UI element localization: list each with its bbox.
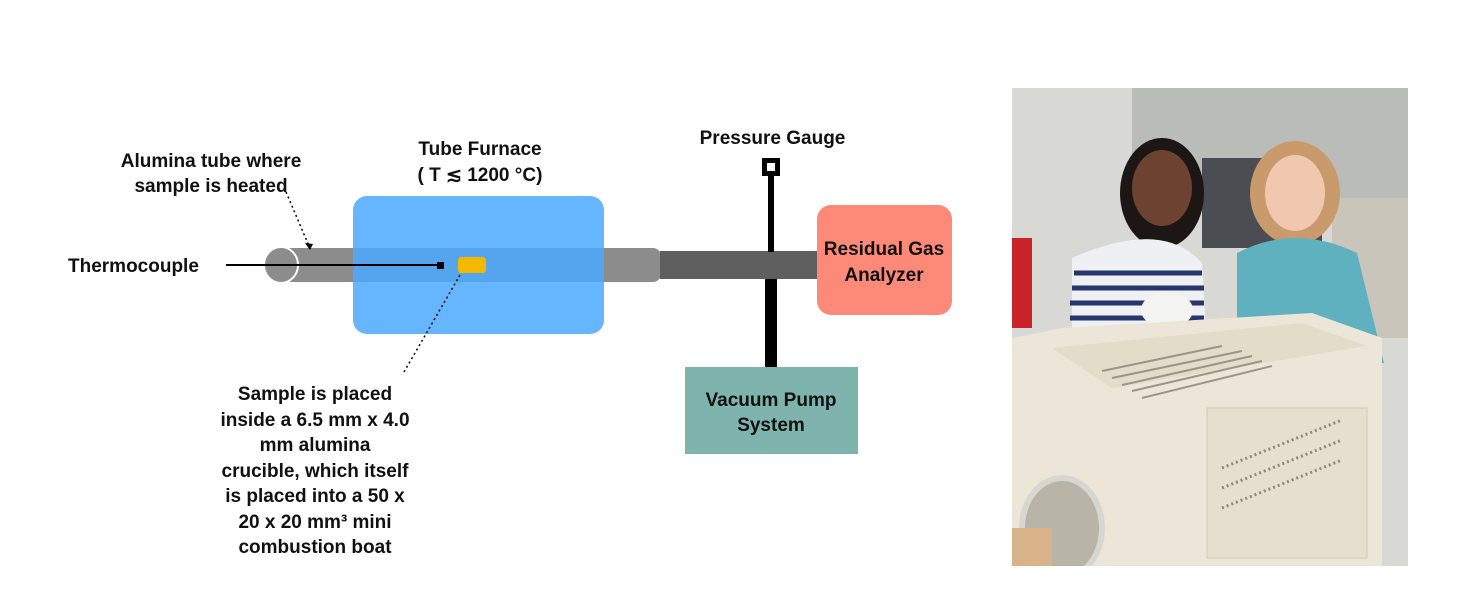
sample-crucible bbox=[458, 257, 486, 273]
lab-photo bbox=[1012, 88, 1408, 566]
vacuum-pump-stem bbox=[765, 279, 777, 367]
rga-label-line1: Residual Gas bbox=[824, 239, 944, 260]
alumina-tube-arrowhead bbox=[305, 243, 313, 250]
lab-photo-illustration bbox=[1012, 88, 1408, 566]
rga-box bbox=[817, 205, 952, 315]
vacuum-pump-box bbox=[685, 367, 858, 454]
pressure-gauge-stem bbox=[768, 176, 774, 252]
thermocouple-tip bbox=[437, 262, 444, 269]
alumina-tube-leader bbox=[285, 191, 310, 247]
tube-furnace-temp: ( T ≲ 1200 °C) bbox=[417, 165, 543, 186]
alumina-tube-label: Alumina tube where sample is heated bbox=[120, 151, 302, 197]
rga-label-line2: Analyzer bbox=[844, 265, 924, 286]
tube-furnace-title: Tube Furnace bbox=[418, 139, 542, 160]
sample-leader bbox=[403, 274, 461, 373]
pressure-gauge-label: Pressure Gauge bbox=[699, 128, 846, 149]
vacuum-label-line1: Vacuum Pump bbox=[706, 390, 837, 411]
sample-note: Sample is placed inside a 6.5 mm x 4.0 m… bbox=[220, 384, 410, 558]
vacuum-label-line2: System bbox=[737, 415, 805, 436]
apparatus-diagram: Residual Gas Analyzer Vacuum Pump System bbox=[226, 158, 952, 454]
pressure-gauge-icon-inner bbox=[767, 163, 775, 171]
vacuum-pipe bbox=[660, 251, 818, 279]
thermocouple-label: Thermocouple bbox=[68, 256, 199, 277]
